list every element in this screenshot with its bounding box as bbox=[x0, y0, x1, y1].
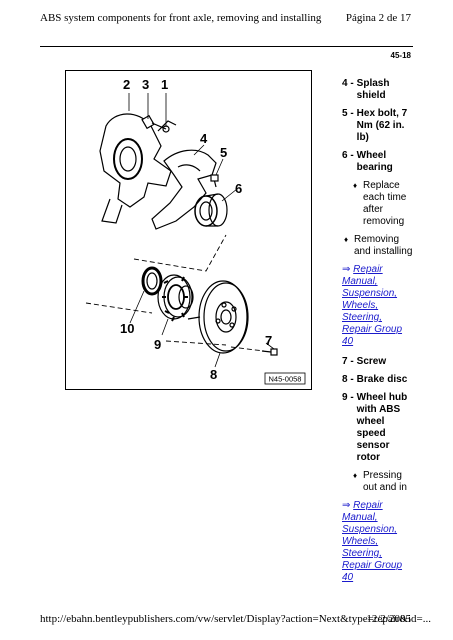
callout-9: 9 bbox=[154, 337, 161, 352]
figure-code: N45-0058 bbox=[269, 375, 302, 384]
repair-manual-link-text[interactable]: Repair Manual, Suspension, Wheels, Steer… bbox=[342, 500, 403, 583]
note-pressing: ♦ Pressing out and in bbox=[353, 470, 407, 493]
component-legend: 4 - Splash shield 5 - Hex bolt, 7 Nm (62… bbox=[342, 78, 414, 592]
section-page-number: 45-18 bbox=[390, 51, 411, 60]
legend-item-6: 6 - Wheel bearing bbox=[342, 150, 393, 173]
footer-url: http://ebahn.bentleypublishers.com/vw/se… bbox=[40, 613, 431, 625]
legend-item-8: 8 - Brake disc bbox=[342, 374, 408, 385]
diamond-bullet-icon: ♦ bbox=[344, 235, 349, 244]
callout-3: 3 bbox=[142, 77, 149, 92]
callout-6: 6 bbox=[235, 181, 242, 196]
diamond-bullet-icon: ♦ bbox=[353, 181, 358, 190]
header-divider bbox=[40, 46, 413, 47]
arrow-right-icon: ⇒ bbox=[342, 264, 351, 275]
page-counter: Página 2 de 17 bbox=[345, 12, 411, 24]
repair-manual-link-text[interactable]: Repair Manual, Suspension, Wheels, Steer… bbox=[342, 264, 403, 347]
arrow-right-icon: ⇒ bbox=[342, 500, 351, 511]
callout-1: 1 bbox=[161, 77, 168, 92]
legend-item-7: 7 - Screw bbox=[342, 356, 387, 367]
callout-10: 10 bbox=[120, 321, 134, 336]
callout-7: 7 bbox=[265, 333, 272, 348]
repair-manual-link-2[interactable]: ⇒ Repair Manual, Suspension, Wheels, Ste… bbox=[342, 500, 414, 584]
repair-manual-link-1[interactable]: ⇒ Repair Manual, Suspension, Wheels, Ste… bbox=[342, 264, 414, 348]
legend-item-5: 5 - Hex bolt, 7 Nm (62 in. lb) bbox=[342, 108, 408, 143]
callout-5: 5 bbox=[220, 145, 227, 160]
note-replace: ♦ Replace each time after removing bbox=[353, 180, 407, 227]
note-removing: ♦ Removing and installing bbox=[344, 234, 413, 257]
legend-item-4: 4 - Splash shield bbox=[342, 78, 390, 101]
exploded-view-figure: 2 3 1 4 5 6 7 8 9 10 N45-0058 bbox=[65, 70, 312, 390]
document-title: ABS system components for front axle, re… bbox=[40, 12, 322, 24]
callout-2: 2 bbox=[123, 77, 130, 92]
callout-8: 8 bbox=[210, 367, 217, 382]
exploded-view-drawing: 2 3 1 4 5 6 7 8 9 10 N45-0058 bbox=[85, 77, 306, 385]
legend-item-9: 9 - Wheel hub with ABS wheel speed senso… bbox=[342, 392, 408, 463]
callout-4: 4 bbox=[200, 131, 208, 146]
diamond-bullet-icon: ♦ bbox=[353, 471, 358, 480]
footer-date: 12/2/2005 bbox=[366, 613, 411, 625]
